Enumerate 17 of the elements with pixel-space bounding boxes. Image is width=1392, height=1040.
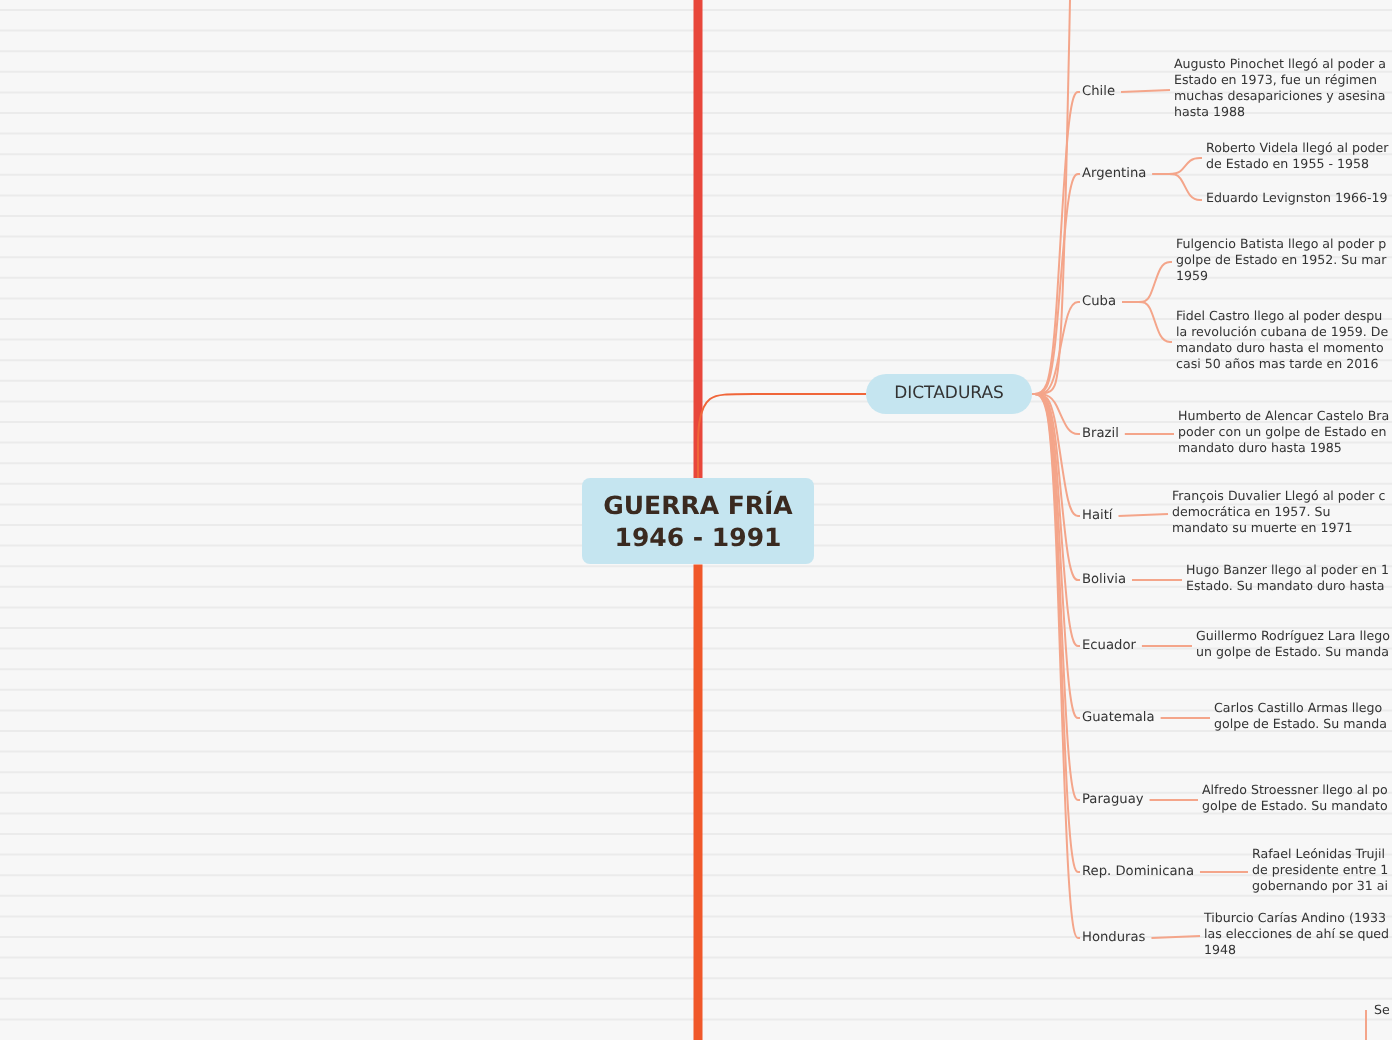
connector-line [1131, 579, 1183, 581]
connector-line [1151, 173, 1203, 201]
connector-line [1140, 645, 1193, 647]
connector-line [697, 393, 867, 479]
connector-line [1159, 717, 1211, 719]
connector-line [1365, 1009, 1367, 1040]
connector-line [1148, 799, 1199, 801]
connector-line [1120, 89, 1171, 93]
connector-line [1150, 935, 1201, 939]
connector-line [693, 564, 703, 1040]
connector-line [1121, 301, 1173, 343]
central-topic-box: GUERRA FRÍA 1946 - 1991 [582, 478, 814, 565]
connector-line [1198, 871, 1249, 873]
connector-line [1123, 433, 1175, 435]
connector-line [693, 0, 703, 478]
topic-pill: DICTADURAS [866, 374, 1032, 414]
connector-line [1117, 513, 1169, 517]
